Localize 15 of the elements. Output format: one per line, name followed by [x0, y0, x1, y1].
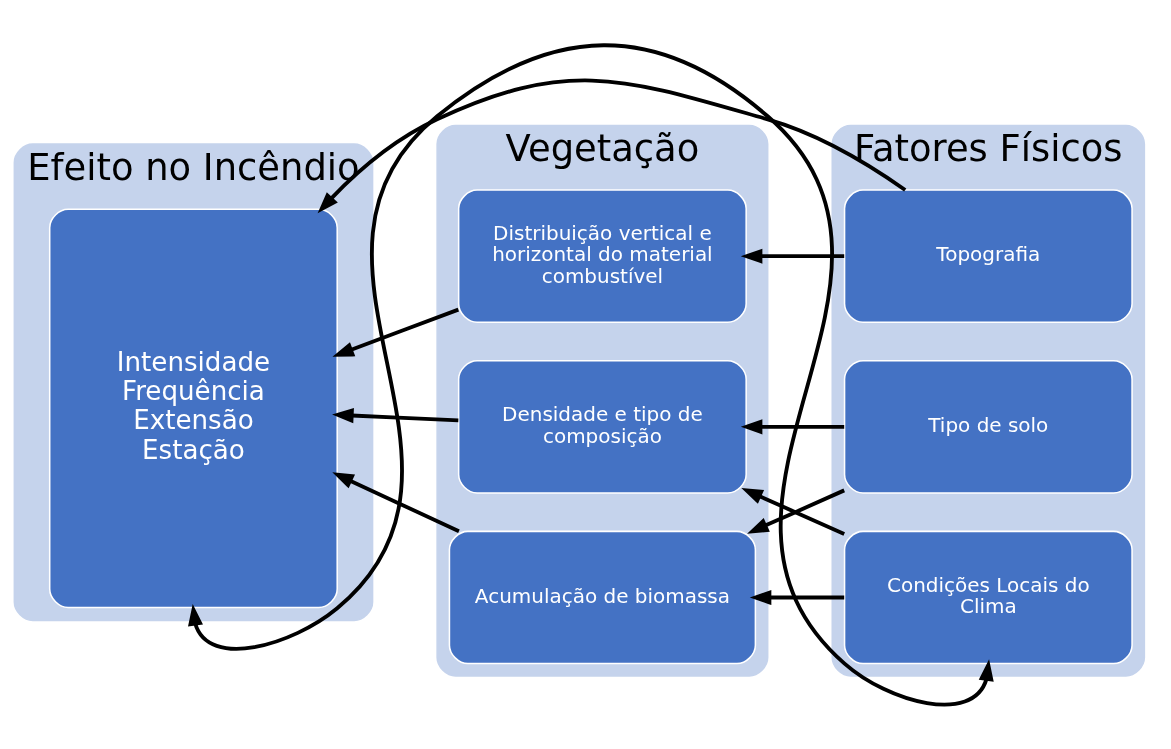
arrow — [740, 248, 845, 264]
arrow — [740, 418, 845, 434]
node-box: Distribuição vertical e horizontal do material combustível — [457, 188, 747, 323]
node-box: Intensidade Frequência Extensão Estação — [48, 208, 338, 608]
arrow — [749, 589, 845, 605]
node-box: Tipo de solo — [843, 359, 1133, 494]
arrow — [317, 78, 907, 213]
node-box: Condições Locais do Clima — [843, 530, 1133, 664]
arrow — [332, 407, 459, 423]
node-box: Topografia — [843, 188, 1133, 323]
node-box: Acumulação de biomassa — [448, 530, 757, 664]
node-box: Densidade e tipo de composição — [457, 359, 747, 494]
arrow — [332, 307, 459, 357]
arrow — [188, 42, 994, 706]
arrow — [332, 471, 460, 533]
